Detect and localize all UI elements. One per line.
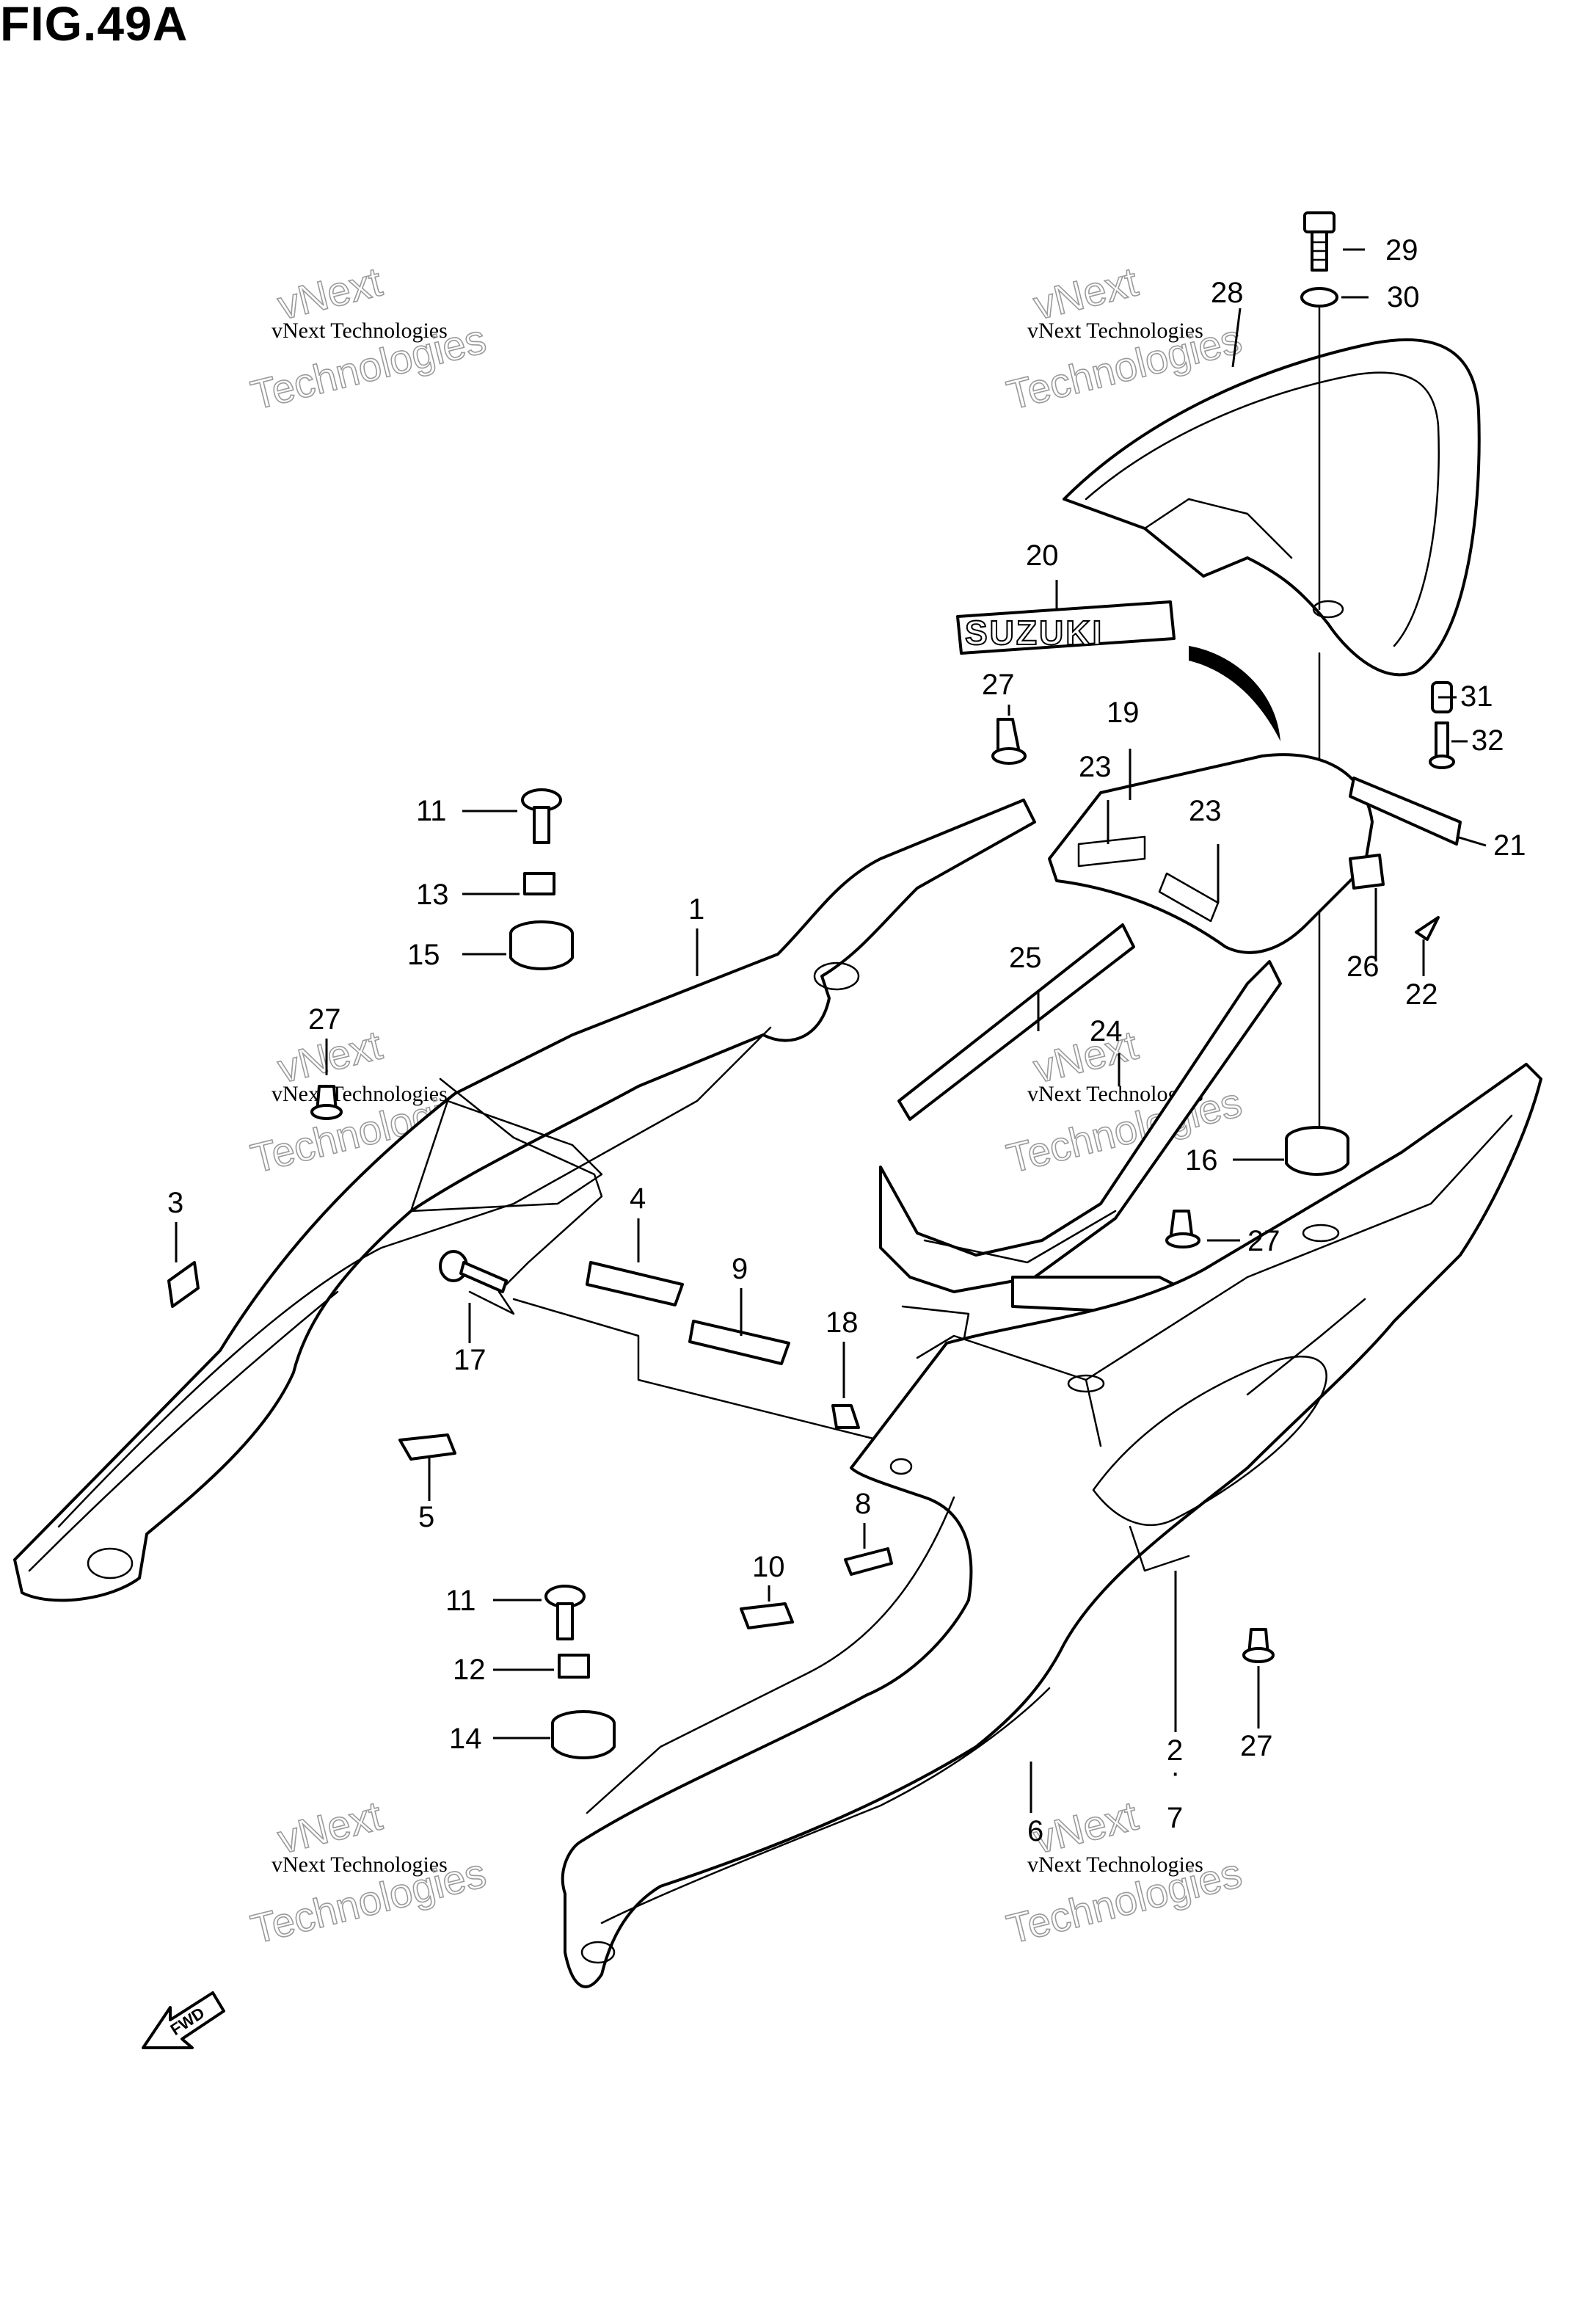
watermark-text: vNext Technologies [272, 319, 448, 343]
collar-13 [523, 872, 555, 895]
callout-11-lower: 11 [445, 1585, 476, 1617]
callout-14: 14 [449, 1723, 482, 1755]
suzuki-emblem-part: SUZUKI [956, 600, 1176, 655]
callout-27-right: 27 [1247, 1225, 1280, 1257]
callout-16: 16 [1185, 1144, 1218, 1177]
callout-27-top: 27 [982, 669, 1015, 701]
small-decal-part [1415, 916, 1440, 941]
washer-part [1300, 287, 1338, 308]
stripe-decal [1189, 646, 1280, 741]
clip-27-right [1165, 1210, 1200, 1248]
callout-22: 22 [1405, 978, 1438, 1011]
grommet-14 [551, 1710, 616, 1759]
pad-4 [586, 1261, 684, 1306]
grommet-15 [509, 920, 574, 970]
callout-26: 26 [1347, 950, 1380, 983]
small-bolt-part [1429, 721, 1455, 769]
callout-7: 7 [1167, 1802, 1183, 1834]
bolt-part [1303, 211, 1336, 272]
callout-23-right: 23 [1189, 795, 1222, 827]
grab-handle-part [1063, 338, 1481, 677]
callout-13: 13 [416, 879, 449, 911]
bracket-17 [439, 1077, 603, 1315]
screw-11-lower [544, 1585, 586, 1640]
leader-lines [175, 248, 1487, 1813]
callout-labels: 29 30 28 20 31 32 27 19 23 23 21 26 22 2… [167, 234, 1526, 1847]
callout-23-left: 23 [1079, 751, 1112, 783]
watermark-text: vNext Technologies [1027, 1853, 1203, 1877]
clip-27-left [310, 1085, 343, 1120]
callout-18: 18 [826, 1306, 859, 1339]
tail-cowling-part [561, 1063, 1542, 1988]
callout-32: 32 [1471, 724, 1504, 757]
callout-24: 24 [1090, 1015, 1123, 1047]
screw-11-upper [521, 788, 562, 844]
callout-25: 25 [1009, 942, 1042, 974]
pad-5 [398, 1433, 456, 1461]
suzuki-text: SUZUKI [965, 614, 1104, 652]
callout-9: 9 [732, 1253, 748, 1285]
rail-25 [897, 923, 1135, 1121]
callout-1: 1 [688, 893, 704, 926]
callout-19: 19 [1107, 697, 1140, 729]
pad-10 [740, 1602, 794, 1629]
tail-cowl-part [1048, 753, 1374, 954]
callout-3: 3 [167, 1187, 183, 1219]
watermark-text: vNext Technologies [272, 1853, 448, 1877]
clip-27-bottom [1242, 1628, 1275, 1663]
callout-17: 17 [453, 1344, 487, 1376]
callout-dot: · [1170, 1756, 1180, 1789]
figure-title: FIG.49A [0, 0, 189, 51]
watermark-text: vNext Technologies [1027, 319, 1203, 343]
callout-29: 29 [1385, 234, 1418, 266]
clip-27-top [991, 718, 1027, 765]
grommet-16 [1285, 1126, 1349, 1176]
trim-strip-part [1349, 777, 1462, 846]
callout-27-left: 27 [308, 1003, 341, 1036]
callout-5: 5 [418, 1501, 434, 1533]
callout-28: 28 [1211, 277, 1244, 309]
callout-30: 30 [1387, 281, 1420, 313]
callout-20: 20 [1026, 539, 1059, 572]
fwd-arrow-icon: FWD [142, 1991, 225, 2049]
callout-8: 8 [855, 1488, 871, 1520]
callout-11-upper: 11 [416, 795, 447, 827]
callout-6: 6 [1027, 1815, 1043, 1847]
collar-12 [558, 1654, 590, 1679]
clip-18 [831, 1404, 860, 1429]
callout-27-bottom: 27 [1240, 1730, 1273, 1762]
callout-2: 2 [1167, 1734, 1183, 1767]
callout-4: 4 [630, 1182, 646, 1215]
pad-8 [844, 1547, 893, 1576]
frame-cover-left-part [13, 799, 1036, 1602]
callout-10: 10 [752, 1551, 785, 1583]
clip-part [1349, 854, 1385, 890]
callout-21: 21 [1493, 829, 1526, 862]
callout-31: 31 [1460, 680, 1493, 713]
callout-15: 15 [407, 939, 440, 971]
pad-9 [688, 1320, 790, 1365]
pad-3 [167, 1261, 200, 1308]
callout-12: 12 [453, 1654, 486, 1686]
bolt-17 [439, 1250, 508, 1293]
watermark-text: vNext Technologies [272, 1082, 448, 1106]
